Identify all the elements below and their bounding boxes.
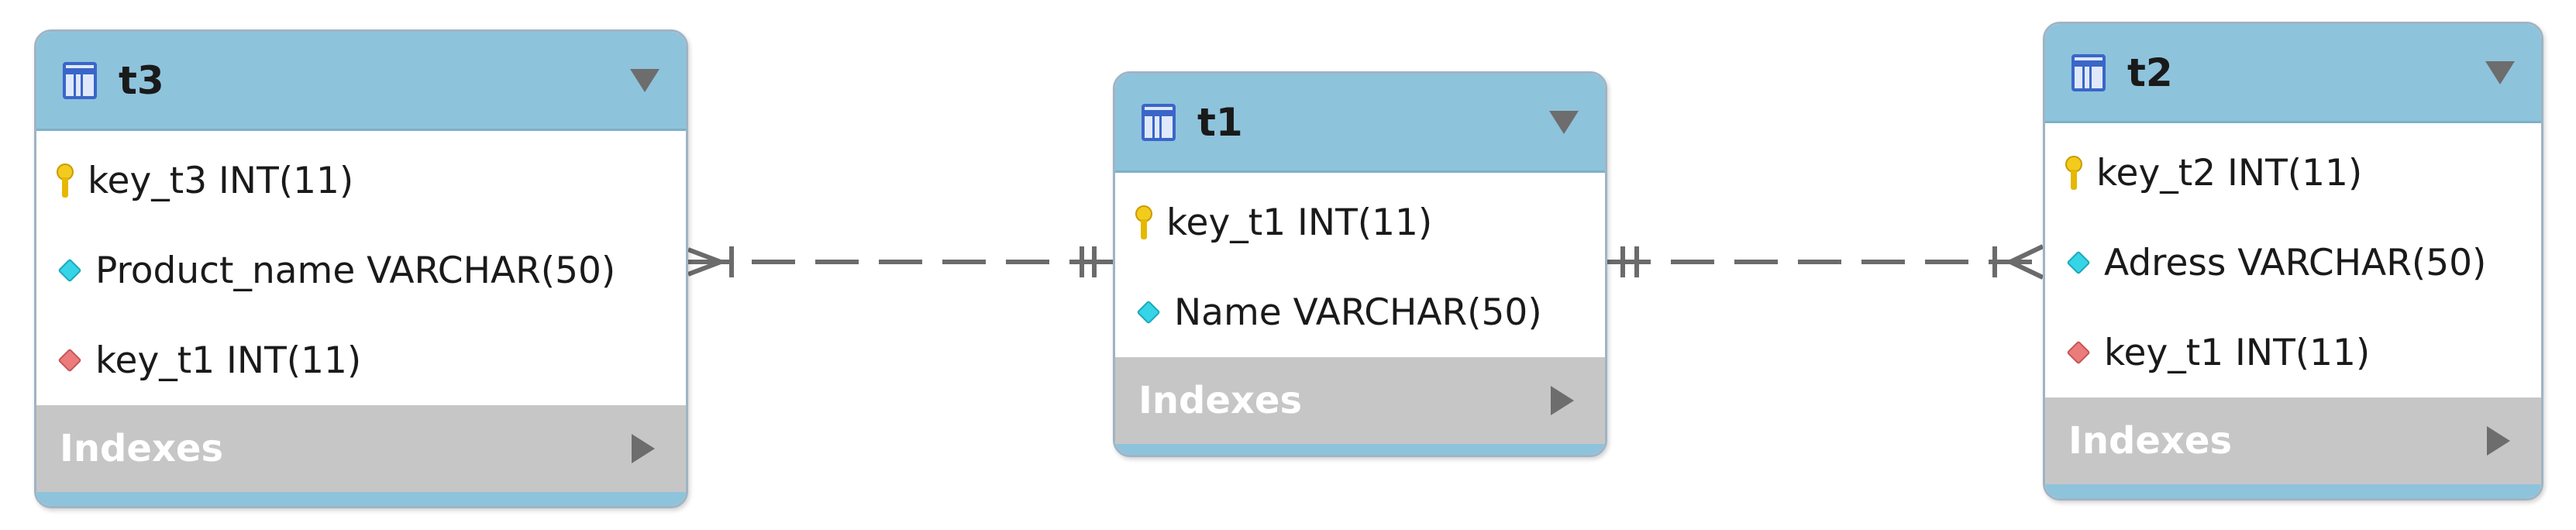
indexes-section-t3[interactable]: Indexes xyxy=(36,405,686,492)
column-row[interactable]: key_t1 INT(11) xyxy=(1115,177,1605,267)
entity-columns-t3: key_t3 INT(11) Product_name VARCHAR(50) … xyxy=(36,136,686,405)
entity-t2[interactable]: t2 key_t2 INT(11) Adress VARCHAR(50) key… xyxy=(2043,22,2543,501)
entity-footer-t1 xyxy=(1115,444,1605,455)
column-row[interactable]: Adress VARCHAR(50) xyxy=(2045,218,2541,308)
entity-header-t1[interactable]: t1 xyxy=(1115,74,1605,173)
primary-key-icon xyxy=(2065,156,2082,190)
column-label: key_t1 INT(11) xyxy=(95,339,362,382)
relationship-t1-t2[interactable] xyxy=(1607,244,2044,280)
entity-columns-t2: key_t2 INT(11) Adress VARCHAR(50) key_t1… xyxy=(2045,128,2541,398)
column-label: Name VARCHAR(50) xyxy=(1174,291,1542,334)
primary-key-icon xyxy=(1135,205,1152,239)
relationship-t3-t1[interactable] xyxy=(687,246,1113,277)
crows-foot-many-t3 xyxy=(687,247,728,277)
indexes-section-t2[interactable]: Indexes xyxy=(2045,398,2541,484)
column-row[interactable]: Product_name VARCHAR(50) xyxy=(36,225,686,315)
entity-footer-t3 xyxy=(36,492,686,506)
column-row[interactable]: key_t2 INT(11) xyxy=(2045,128,2541,218)
foreign-key-diamond-icon xyxy=(57,348,82,373)
column-label: Product_name VARCHAR(50) xyxy=(95,249,616,292)
expand-triangle-icon[interactable] xyxy=(1551,386,1574,415)
column-label: key_t1 INT(11) xyxy=(1166,201,1433,244)
column-row[interactable]: key_t3 INT(11) xyxy=(36,136,686,225)
collapse-triangle-icon[interactable] xyxy=(630,68,659,92)
attribute-diamond-icon xyxy=(2066,250,2091,275)
column-label: key_t3 INT(11) xyxy=(88,159,354,202)
entity-title-t2: t2 xyxy=(2127,50,2173,95)
indexes-label: Indexes xyxy=(60,427,224,470)
entity-footer-t2 xyxy=(2045,484,2541,498)
collapse-triangle-icon[interactable] xyxy=(2485,60,2515,84)
table-grid-icon xyxy=(2071,53,2106,91)
collapse-triangle-icon[interactable] xyxy=(1549,110,1579,134)
primary-key-icon xyxy=(57,163,74,198)
entity-t1[interactable]: t1 key_t1 INT(11) Name VARCHAR(50) Index… xyxy=(1113,71,1607,457)
table-grid-icon xyxy=(1142,103,1176,141)
column-row[interactable]: key_t1 INT(11) xyxy=(36,315,686,405)
foreign-key-diamond-icon xyxy=(2066,340,2091,365)
entity-header-t3[interactable]: t3 xyxy=(36,32,686,131)
entity-header-t2[interactable]: t2 xyxy=(2045,24,2541,123)
column-row[interactable]: key_t1 INT(11) xyxy=(2045,308,2541,398)
entity-title-t3: t3 xyxy=(119,57,164,103)
column-label: key_t1 INT(11) xyxy=(2104,331,2371,374)
crows-foot-many-t2 xyxy=(2005,244,2044,280)
table-grid-icon xyxy=(63,61,97,99)
attribute-diamond-icon xyxy=(57,258,82,283)
entity-columns-t1: key_t1 INT(11) Name VARCHAR(50) xyxy=(1115,177,1605,357)
column-row[interactable]: Name VARCHAR(50) xyxy=(1115,267,1605,357)
indexes-label: Indexes xyxy=(1138,379,1303,422)
expand-triangle-icon[interactable] xyxy=(2487,426,2510,456)
indexes-section-t1[interactable]: Indexes xyxy=(1115,357,1605,444)
entity-t3[interactable]: t3 key_t3 INT(11) Product_name VARCHAR(5… xyxy=(34,29,688,508)
column-label: Adress VARCHAR(50) xyxy=(2104,241,2487,284)
attribute-diamond-icon xyxy=(1136,300,1161,325)
expand-triangle-icon[interactable] xyxy=(632,434,655,463)
indexes-label: Indexes xyxy=(2068,419,2233,463)
column-label: key_t2 INT(11) xyxy=(2096,151,2363,194)
entity-title-t1: t1 xyxy=(1197,99,1243,145)
